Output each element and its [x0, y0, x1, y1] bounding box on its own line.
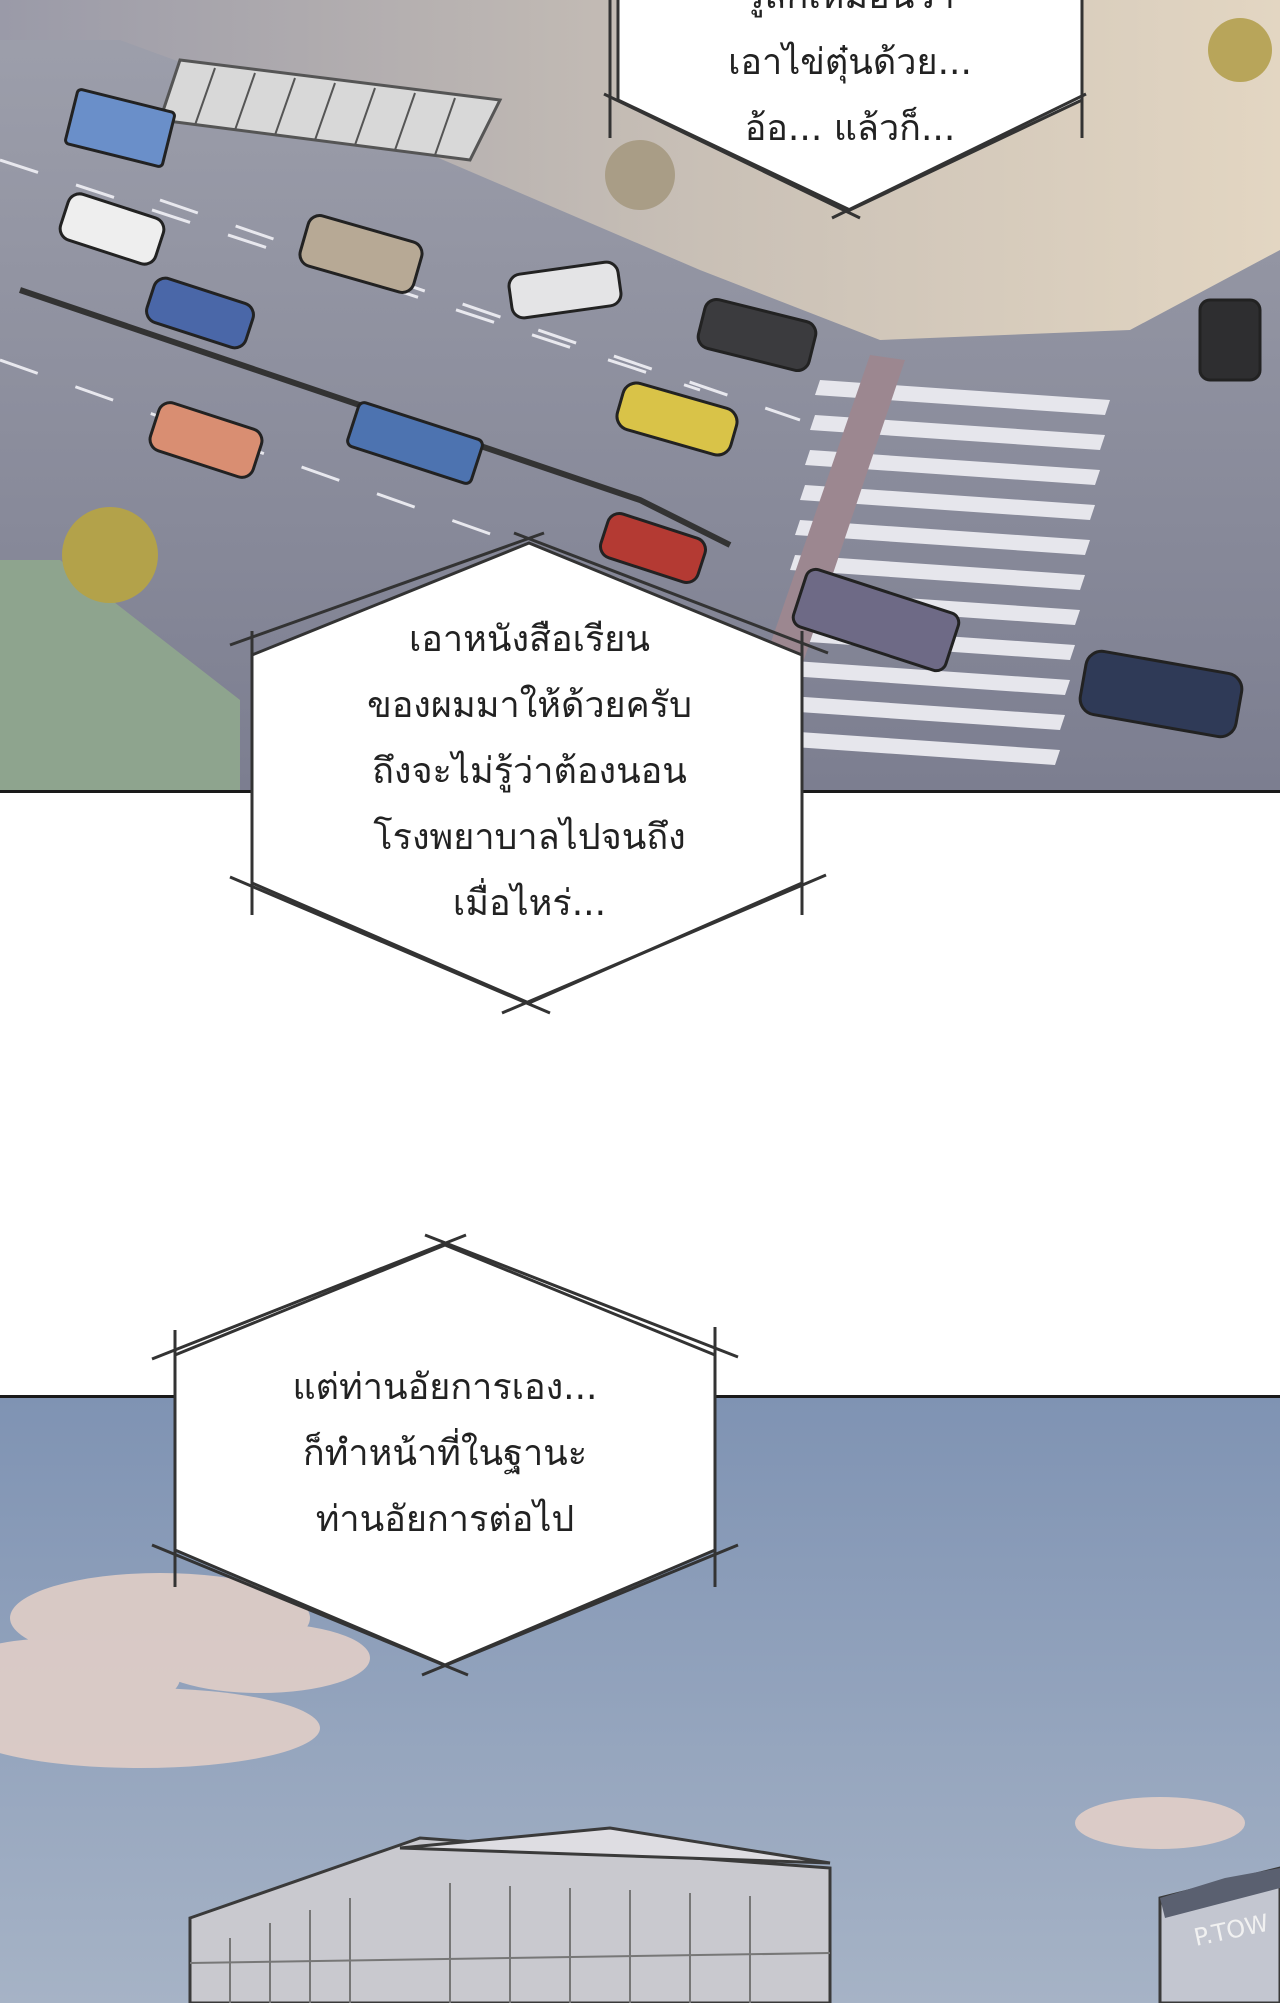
cloud: [0, 1573, 1245, 1849]
bubble-line: ถึงจะไม่รู้ว่าต้องนอน: [372, 751, 687, 792]
speech-bubble-middle: เอาหนังสือเรียน ของผมมาให้ด้วยครับ ถึงจะ…: [229, 531, 829, 1020]
lower-sidewalk: [0, 560, 240, 790]
speech-bubble-bottom: แต่ท่านอัยการเอง... ก็ทำหน้าที่ในฐานะ ท่…: [150, 1233, 740, 1680]
bubble-text-middle: เอาหนังสือเรียน ของผมมาให้ด้วยครับ ถึงจะ…: [232, 607, 827, 937]
bubble-line: เมื่อไหร่...: [452, 883, 607, 924]
bubble-outline: [603, 0, 1087, 220]
bubble-text-top: รู้สึกเหมือนว่า เอาไข่ตุ๋นด้วย... อ้อ...…: [610, 0, 1090, 162]
tower-building: [1158, 1866, 1280, 2003]
bubble-line: ของผมมาให้ด้วยครับ: [367, 685, 692, 726]
speech-bubble-top: รู้สึกเหมือนว่า เอาไข่ตุ๋นด้วย... อ้อ...…: [603, 0, 1090, 220]
bubble-line: อ้อ... แล้วก็...: [744, 108, 956, 149]
office-building: [188, 1826, 832, 2003]
bubble-line: โรงพยาบาลไปจนถึง: [373, 817, 686, 858]
tree: [1208, 18, 1272, 82]
lane-markings: [0, 158, 801, 582]
bubble-outline: [151, 1233, 739, 1677]
bubble-line: รู้สึกเหมือนว่า: [610, 0, 1090, 30]
bubble-line: ก็ทำหน้าที่ในฐานะ: [302, 1433, 588, 1474]
bubble-line: เอาหนังสือเรียน: [409, 619, 650, 660]
bubble-line: แต่ท่านอัยการเอง...: [292, 1367, 598, 1408]
bubble-line: ท่านอัยการต่อไป: [315, 1499, 575, 1540]
tree: [62, 507, 158, 603]
crosswalk: [765, 380, 1110, 765]
median-barrier: [19, 287, 732, 548]
bubble-text-bottom: แต่ท่านอัยการเอง... ก็ทำหน้าที่ในฐานะ ท่…: [150, 1355, 740, 1553]
bubble-outline: [229, 531, 829, 1015]
tree: [605, 140, 675, 210]
cars: [58, 88, 1262, 739]
bus-shelter-roof: [158, 58, 503, 162]
bubble-line: เอาไข่ตุ๋นด้วย...: [728, 42, 972, 83]
